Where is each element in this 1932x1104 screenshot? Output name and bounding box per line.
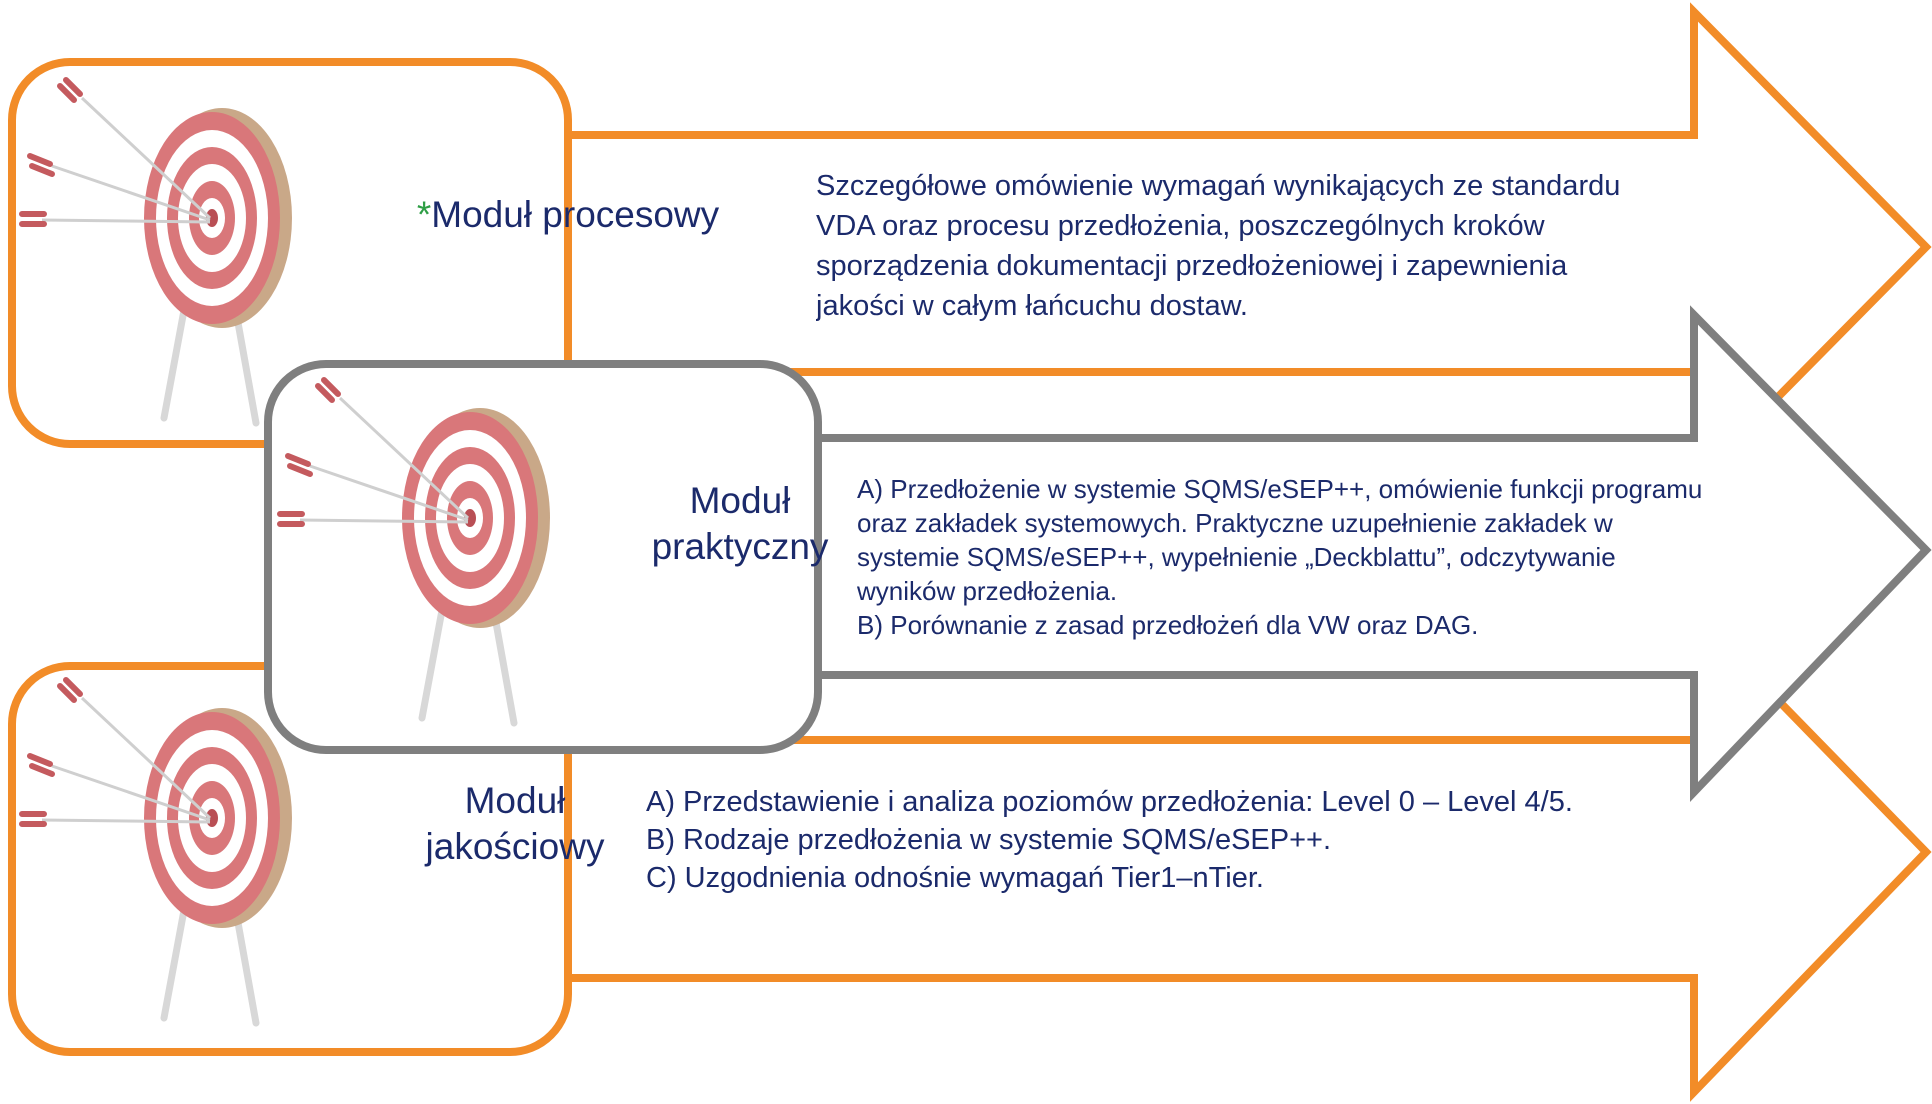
practical-module-description: A) Przedłożenie w systemie SQMS/eSEP++, … <box>857 472 1717 642</box>
process-module <box>8 2 1932 492</box>
practical-description-b: B) Porównanie z zasad przedłożeń dla VW … <box>857 610 1479 640</box>
process-module-label: *Moduł procesowy <box>398 192 738 238</box>
practical-label-line-2: praktyczny <box>651 526 829 567</box>
practical-module <box>264 305 1932 802</box>
quality-description-a: A) Przedstawienie i analiza poziomów prz… <box>646 786 1573 818</box>
practical-arrow-icon <box>812 305 1932 802</box>
quality-module-description: A) Przedstawienie i analiza poziomów prz… <box>646 783 1646 897</box>
practical-description-a: A) Przedłożenie w systemie SQMS/eSEP++, … <box>857 474 1703 606</box>
practical-module-label: Moduł praktyczny <box>640 478 840 570</box>
quality-module-label: Moduł jakościowy <box>410 778 620 870</box>
process-module-title: Moduł procesowy <box>431 194 720 235</box>
process-marker: * <box>416 194 432 235</box>
quality-description-c: C) Uzgodnienia odnośnie wymagań Tier1–nT… <box>646 862 1264 894</box>
process-description-text: Szczegółowe omówienie wymagań wynikający… <box>816 170 1621 322</box>
practical-label-line-1: Moduł <box>689 480 791 521</box>
process-module-description: Szczegółowe omówienie wymagań wynikający… <box>816 166 1626 340</box>
quality-label-line-1: Moduł <box>464 780 566 821</box>
quality-description-b: B) Rodzaje przedłożenia w systemie SQMS/… <box>646 824 1332 856</box>
quality-label-line-2: jakościowy <box>425 826 605 867</box>
